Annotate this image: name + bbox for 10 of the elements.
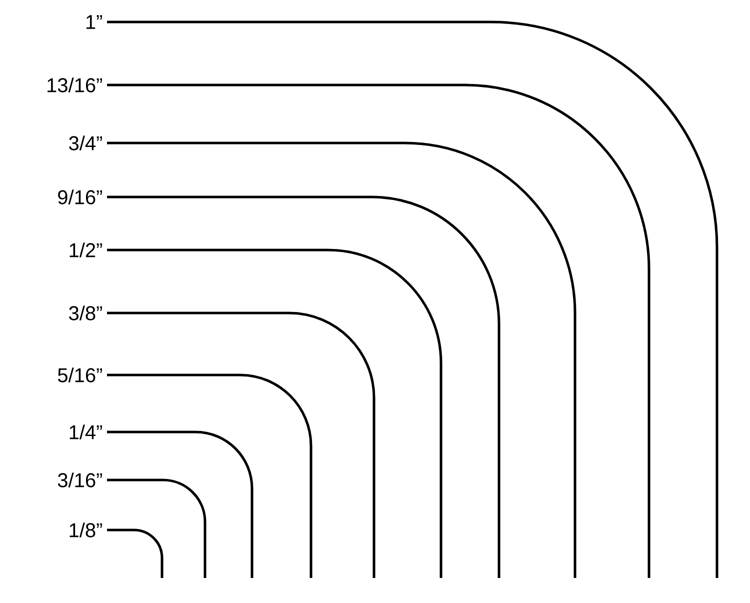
radius-label: 3/4” (69, 136, 102, 150)
radius-label: 3/16” (58, 472, 102, 488)
radius-label: 1/8” (70, 522, 102, 538)
radius-label: 5/16” (58, 368, 102, 382)
radius-label: 9/16” (58, 190, 102, 204)
radius-label: 13/16” (48, 78, 102, 92)
radius-label: 3/8” (69, 306, 102, 320)
radius-label: 1/2” (70, 242, 102, 258)
radius-label: 1/4” (70, 424, 102, 440)
radius-label: 1” (86, 15, 102, 29)
